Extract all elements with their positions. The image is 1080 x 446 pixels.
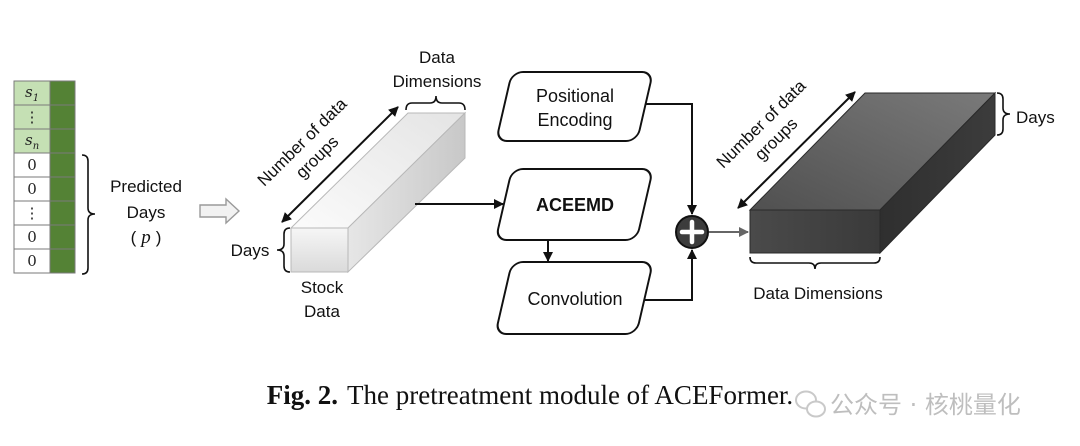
stock-days-label: Days: [231, 241, 270, 260]
convolution-module: Convolution: [496, 261, 652, 335]
table-row: ⋮: [13, 200, 76, 226]
padding-zero: 0: [27, 228, 37, 246]
wechat-logo-icon: [795, 390, 826, 418]
svg-text:Dimensions: Dimensions: [393, 72, 482, 91]
watermark-text: 公众号 · 核桃量化: [830, 391, 1021, 419]
stock-groups-label: Number of data groups: [254, 94, 351, 190]
padding-zero: 0: [27, 180, 37, 198]
svg-text:Data: Data: [419, 48, 455, 67]
table-row: s1: [13, 80, 76, 106]
svg-text:Predicted: Predicted: [110, 177, 182, 196]
output-dimensions-brace: [749, 256, 881, 270]
output-days-brace: [996, 92, 1011, 136]
svg-text:Days: Days: [127, 203, 166, 222]
stock-dimensions-brace: [405, 95, 466, 111]
output-days-label: Days: [1016, 108, 1055, 127]
svg-text:Encoding: Encoding: [537, 110, 612, 130]
stock-dimensions-label: Data Dimensions: [393, 48, 482, 91]
svg-text:ACEEMD: ACEEMD: [536, 195, 614, 215]
stock-days-brace: [276, 227, 291, 273]
table-row: ⋮: [13, 104, 76, 130]
stock-groups-arrow: [281, 106, 399, 223]
predicted-days-label: Predicted Days (p): [110, 177, 182, 248]
input-sequence-table: s1 ⋮ sn 0 0 ⋮ 0: [13, 80, 76, 274]
svg-text:Positional: Positional: [536, 86, 614, 106]
watermark: 公众号 · 核桃量化: [795, 390, 1021, 419]
table-row: 0: [13, 152, 76, 178]
padding-zero: 0: [27, 156, 37, 174]
table-row: 0: [13, 248, 76, 274]
positional-encoding-module: Positional Encoding: [497, 71, 652, 142]
sequence-value: sn: [25, 131, 39, 152]
hollow-right-arrow-icon: [199, 197, 241, 225]
positional-to-sum-arrow: [646, 103, 697, 215]
table-row: sn: [13, 128, 76, 154]
table-row: 0: [13, 176, 76, 202]
svg-text:Data: Data: [304, 302, 340, 321]
predicted-days-symbol: (p): [131, 227, 162, 248]
table-row: 0: [13, 224, 76, 250]
svg-text:Stock: Stock: [301, 278, 344, 297]
svg-text:Convolution: Convolution: [527, 289, 622, 309]
figure-caption: Fig. 2.The pretreatment module of ACEFor…: [267, 380, 793, 410]
predicted-days-brace: [81, 154, 96, 275]
sequence-ellipsis: ⋮: [25, 204, 40, 222]
aceemd-module: ACEEMD: [496, 168, 652, 241]
plus-circle-icon: [675, 215, 709, 249]
sequence-value: s1: [25, 83, 39, 104]
sequence-ellipsis: ⋮: [25, 108, 40, 126]
output-groups-label: Number of data groups: [713, 76, 810, 172]
output-dimensions-label: Data Dimensions: [753, 284, 882, 303]
output-groups-arrow: [737, 91, 856, 209]
padding-zero: 0: [27, 252, 37, 270]
stock-data-name: Stock Data: [301, 278, 344, 321]
convolution-to-sum-arrow: [644, 249, 697, 301]
